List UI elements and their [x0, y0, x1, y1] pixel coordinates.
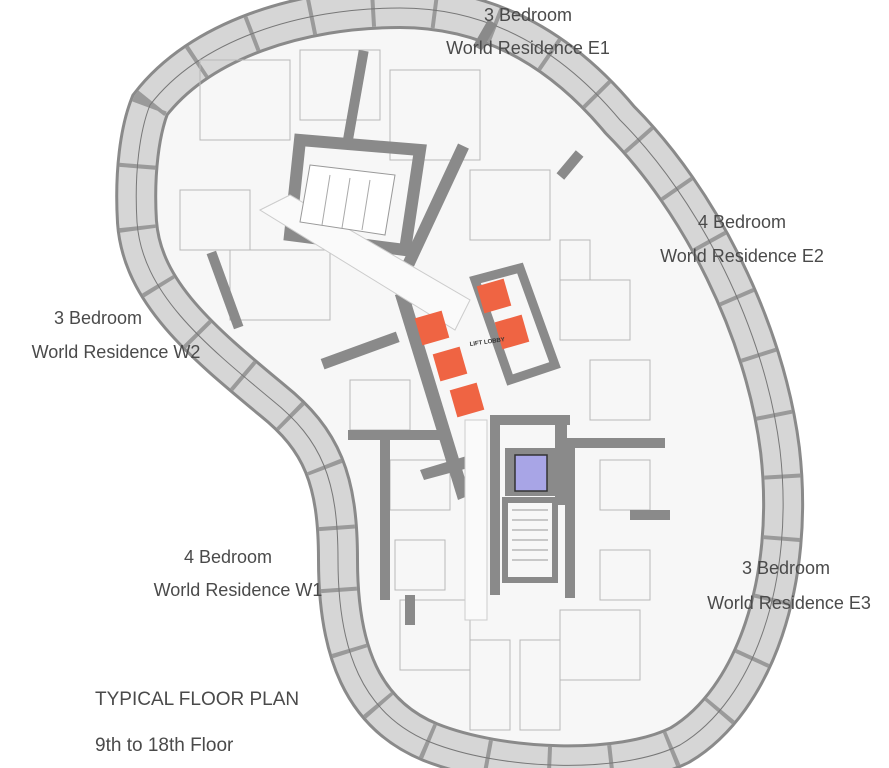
- plan-floors: 9th to 18th Floor: [95, 735, 234, 756]
- building-outline: [115, 0, 805, 768]
- lift-car: [432, 346, 468, 382]
- central-corridor: [258, 194, 488, 621]
- lift-cars: [414, 278, 530, 418]
- unit-w2-type: 3 Bedroom: [53, 308, 143, 328]
- unit-e1-type: 3 Bedroom: [483, 5, 573, 25]
- lift-car: [494, 314, 530, 350]
- room-grid: [179, 49, 651, 731]
- unit-e3-name: World Residence E3: [707, 593, 871, 613]
- unit-w1-name: World Residence W1: [153, 580, 323, 600]
- unit-w1-type: 4 Bedroom: [183, 547, 273, 567]
- unit-e1-name: World Residence E1: [446, 38, 610, 58]
- lift-car: [476, 278, 512, 314]
- lift-lobby-label: LIFT LOBBY: [469, 337, 505, 348]
- stair-core: [299, 164, 558, 583]
- plan-title: TYPICAL FLOOR PLAN: [95, 689, 300, 710]
- unit-w2-name: World Residence W2: [31, 342, 201, 362]
- unit-e3-type: 3 Bedroom: [741, 558, 831, 578]
- walls: [206, 19, 670, 625]
- unit-e2-name: World Residence E2: [660, 246, 824, 266]
- lift-car: [414, 310, 450, 346]
- lift-car: [449, 382, 485, 418]
- unit-e2-type: 4 Bedroom: [697, 212, 787, 232]
